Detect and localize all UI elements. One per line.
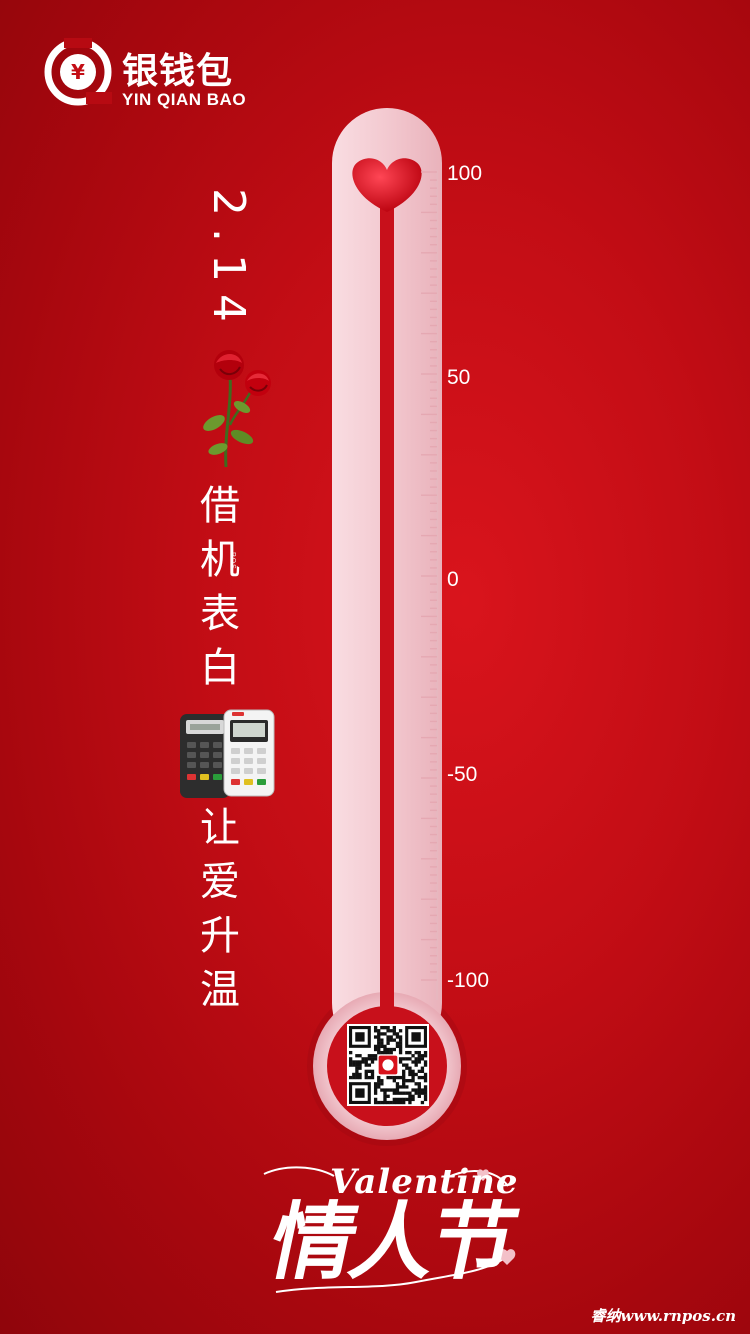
currency-symbol: ¥ — [71, 60, 85, 84]
scale-label-50: 50 — [447, 366, 471, 389]
rose-icon — [203, 350, 271, 468]
watermark: 睿纳www.rnpos.cn — [590, 1307, 736, 1325]
brand-name-en: YIN QIAN BAO — [122, 90, 247, 109]
brand-logo: ¥ 银钱包 YIN QIAN BAO — [42, 36, 262, 116]
scale-label-0: 0 — [447, 568, 459, 591]
date-text: 2.14 — [203, 188, 254, 334]
scale-ticks — [421, 171, 437, 981]
qr-code[interactable] — [347, 1024, 429, 1106]
valentine-title-cn: 情人节 — [261, 1193, 523, 1291]
slogan-line2: 让爱升温 — [193, 806, 239, 1022]
pos-terminals-icon — [180, 709, 275, 798]
scale-label-minus-100: -100 — [447, 969, 490, 992]
heart-icon — [352, 158, 422, 212]
wallet-logo-icon: ¥ — [44, 38, 112, 106]
scale-label-minus-50: -50 — [447, 763, 478, 786]
valentine-title-en: Valentine — [330, 1162, 519, 1202]
pos-tag: POS — [229, 552, 236, 570]
thermometer-tube — [332, 108, 442, 1058]
scale-label-100: 100 — [447, 162, 483, 185]
mercury-column — [380, 202, 394, 1020]
brand-name-cn: 银钱包 — [122, 51, 234, 92]
slogan-line1: 借机表白 — [193, 484, 239, 700]
